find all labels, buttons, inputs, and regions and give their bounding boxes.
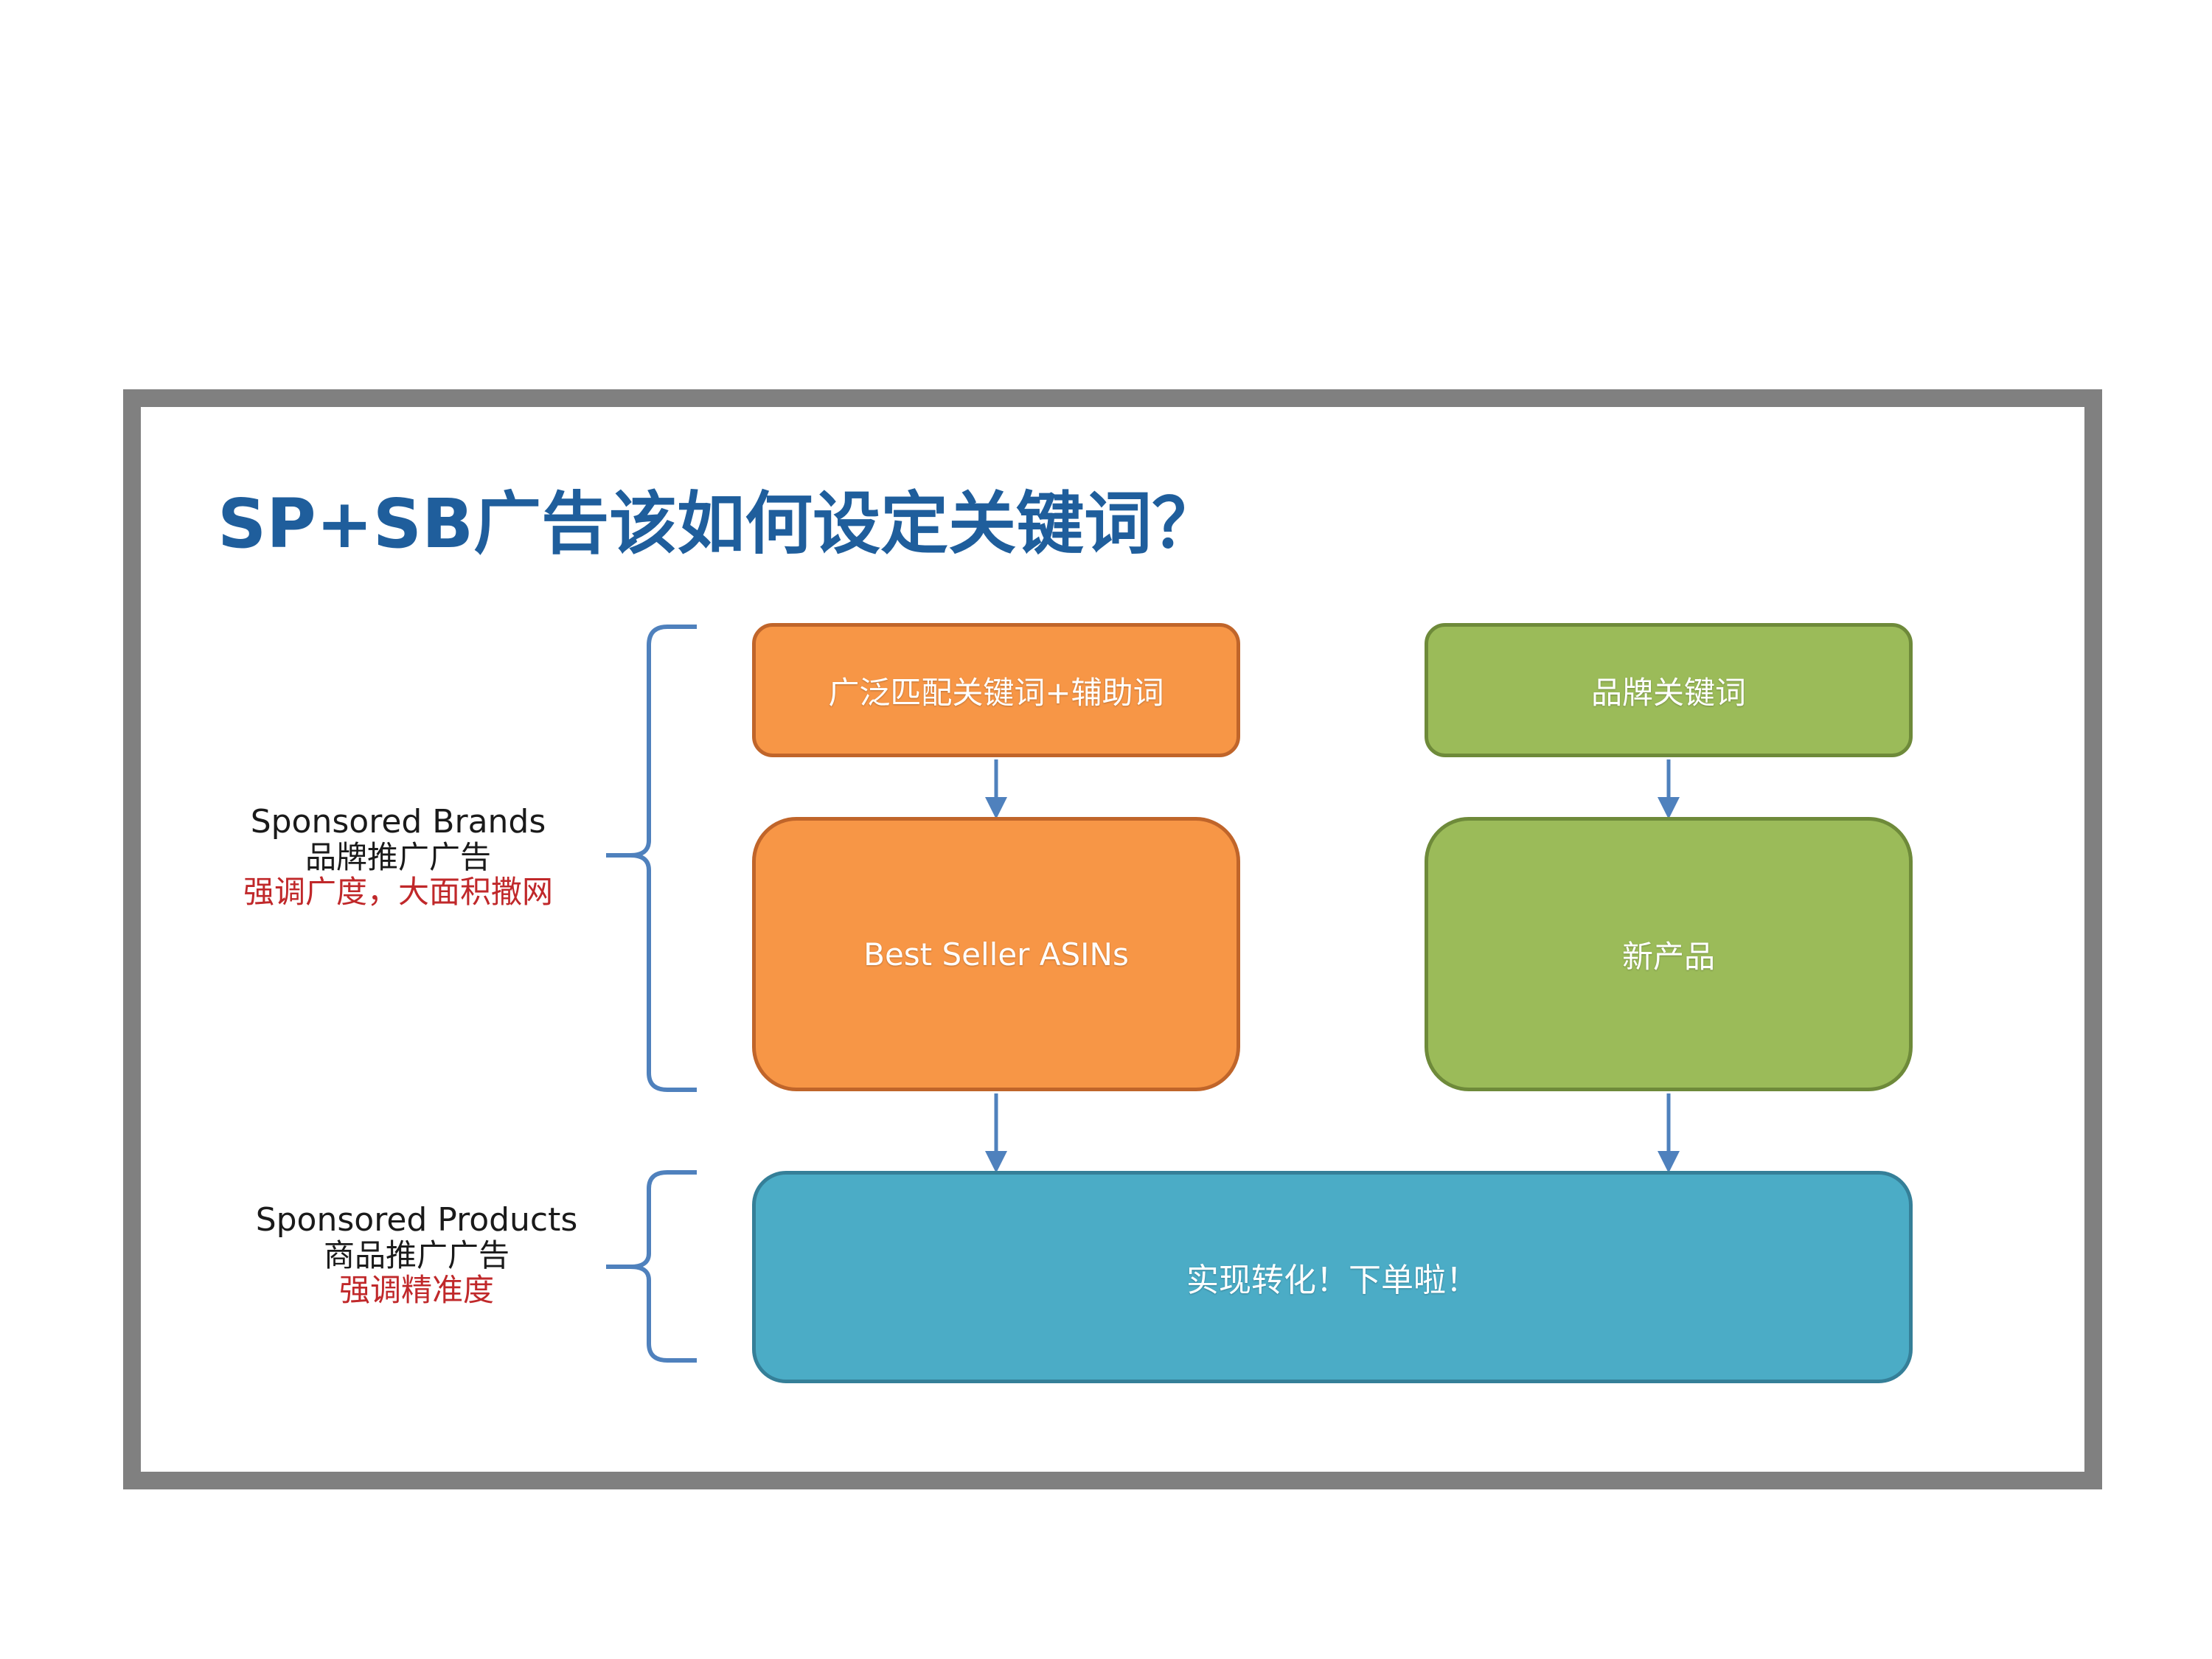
sponsored-brands-emphasis: 强调广度，大面积撒网 (243, 874, 553, 911)
sponsored-brands-en: Sponsored Brands (250, 803, 546, 841)
new-products-box: 新产品 (1425, 817, 1913, 1091)
sponsored-brands-cn: 品牌推广广告 (305, 839, 491, 876)
broad-match-keywords-box: 广泛匹配关键词+辅助词 (752, 623, 1240, 757)
page-title: SP+SB广告该如何设定关键词？ (218, 484, 1220, 563)
best-seller-asins-box: Best Seller ASINs (752, 817, 1240, 1091)
sponsored-products-emphasis: 强调精准度 (338, 1272, 494, 1309)
sponsored-products-label: Sponsored Products 商品推广广告 强调精准度 (236, 1201, 597, 1309)
sponsored-brands-label: Sponsored Brands 品牌推广广告 强调广度，大面积撒网 (214, 803, 582, 911)
conversion-box: 实现转化！下单啦！ (752, 1171, 1913, 1383)
brand-keywords-box: 品牌关键词 (1425, 623, 1913, 757)
sponsored-products-cn: 商品推广广告 (323, 1237, 509, 1274)
sponsored-products-en: Sponsored Products (255, 1201, 578, 1239)
